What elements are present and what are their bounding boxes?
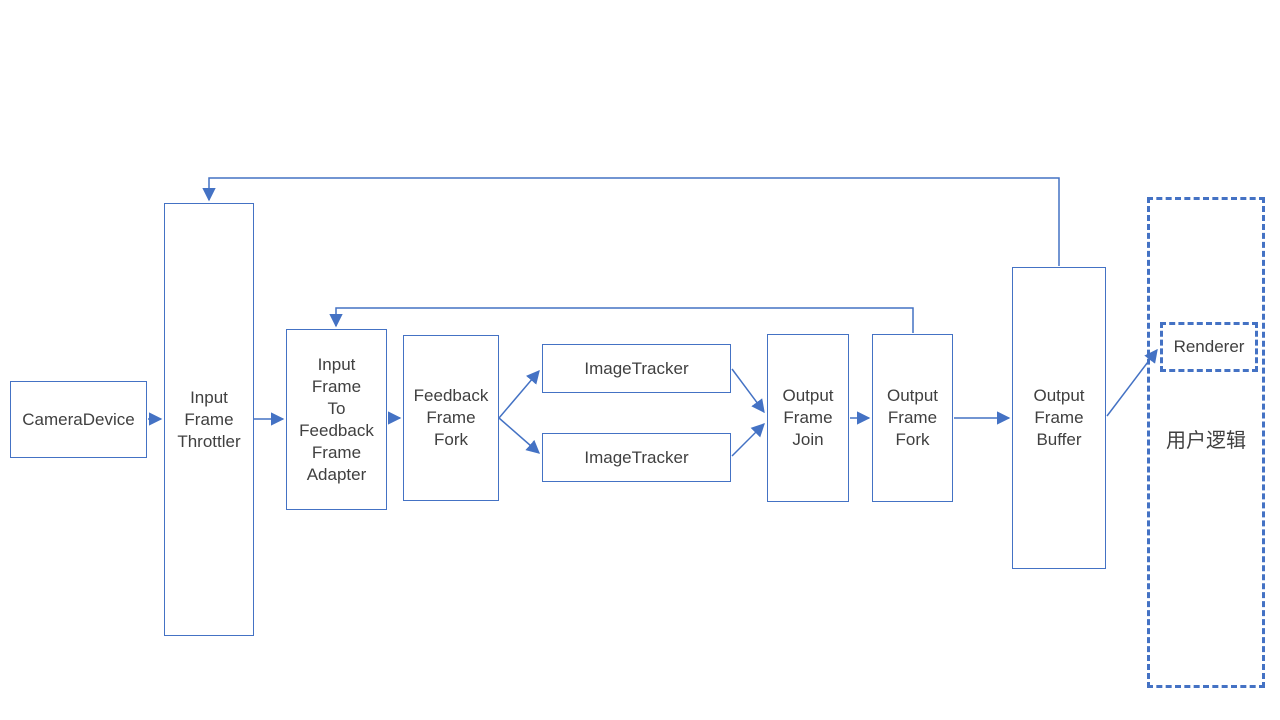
edge-feedback-buffer-to-throttler: [202, 177, 1060, 266]
node-label: Feedback Frame Fork: [413, 386, 489, 449]
node-input-frame-throttler: Input Frame Throttler: [164, 203, 254, 636]
node-feedback-frame-fork: Feedback Frame Fork: [403, 335, 499, 501]
edge-tracker-top-to-join: [731, 368, 765, 414]
node-renderer: Renderer: [1160, 322, 1258, 372]
edge-tracker-bottom-to-join: [731, 423, 765, 457]
node-label: ImageTracker: [584, 358, 689, 378]
node-output-frame-join: Output Frame Join: [767, 334, 849, 502]
node-label: ImageTracker: [584, 447, 689, 467]
edge-feedback-output-fork-to-adapter: [329, 307, 914, 333]
node-label: Output Frame Buffer: [1033, 386, 1085, 449]
node-label: Renderer: [1173, 337, 1245, 356]
node-label: Input Frame Throttler: [177, 387, 241, 451]
node-label: Output Frame Join: [782, 386, 834, 449]
node-output-frame-buffer: Output Frame Buffer: [1012, 267, 1106, 569]
node-output-frame-fork: Output Frame Fork: [872, 334, 953, 502]
node-image-tracker-top: ImageTracker: [542, 344, 731, 393]
node-label: Output Frame Fork: [886, 386, 939, 449]
node-image-tracker-bottom: ImageTracker: [542, 433, 731, 482]
user-logic-label: 用户逻辑: [1166, 430, 1246, 452]
edge-feedback-fork-to-tracker-bottom: [498, 417, 541, 454]
user-logic-dashed-container: [1147, 197, 1265, 688]
edge-feedback-fork-to-tracker-top: [498, 369, 540, 419]
node-label: CameraDevice: [22, 409, 135, 429]
node-label: Input Frame To Feedback Frame Adapter: [299, 354, 374, 484]
node-input-frame-to-feedback-frame-adapter: Input Frame To Feedback Frame Adapter: [286, 329, 387, 510]
node-camera-device: CameraDevice: [10, 381, 147, 458]
